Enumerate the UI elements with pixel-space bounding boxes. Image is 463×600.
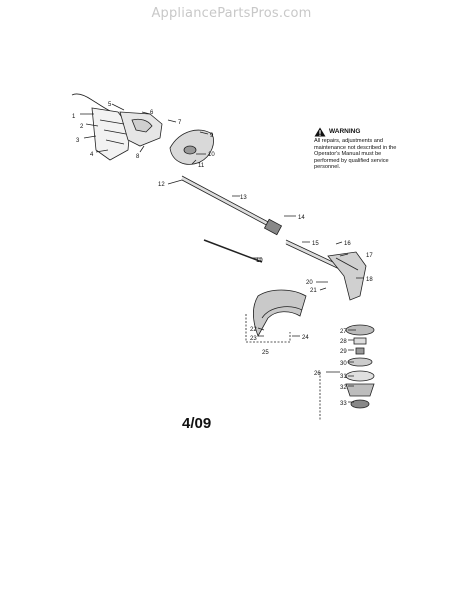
part-label-6: 6 (150, 110, 154, 116)
part-label-13: 13 (240, 195, 247, 201)
part-label-3: 3 (76, 138, 80, 144)
part-label-5: 5 (108, 102, 112, 108)
part-label-8: 8 (136, 154, 140, 160)
part-label-33: 33 (340, 401, 347, 407)
part-label-14: 14 (298, 215, 305, 221)
part-label-12: 12 (158, 182, 165, 188)
part-label-2: 2 (80, 124, 84, 130)
part-label-11: 11 (198, 163, 205, 169)
part-label-30: 30 (340, 361, 347, 367)
part-label-18: 18 (366, 277, 373, 283)
part-label-10: 10 (208, 152, 215, 158)
site-watermark: AppliancePartsPros.com (151, 6, 312, 21)
shaft-coupler (263, 218, 283, 236)
part-label-32: 32 (340, 385, 347, 391)
part-label-15: 15 (312, 241, 319, 247)
warning-title: WARNING (329, 127, 361, 135)
trimmer-spool (345, 370, 375, 382)
part-label-23: 23 (250, 336, 257, 342)
warning-notice: WARNING All repairs, adjustments and mai… (314, 127, 402, 171)
revision-date-code: 4/09 (182, 415, 212, 432)
part-label-4: 4 (90, 152, 94, 158)
handle-housing-left (91, 107, 131, 161)
gear-housing (327, 251, 367, 301)
part-label-17: 17 (366, 253, 373, 259)
warning-triangle-icon (314, 127, 326, 137)
debris-shield (253, 289, 307, 337)
drive-cable (203, 239, 263, 263)
part-label-26: 26 (314, 371, 321, 377)
trimmer-knob (350, 399, 370, 409)
part-label-1: 1 (72, 114, 76, 120)
part-label-22: 22 (250, 327, 257, 333)
upper-shaft (181, 176, 273, 228)
warning-header: WARNING (314, 127, 402, 137)
trigger (131, 118, 153, 133)
part-label-24: 24 (302, 335, 309, 341)
part-label-21: 21 (310, 288, 317, 294)
part-label-28: 28 (340, 339, 347, 345)
throttle-cable (71, 93, 113, 113)
warning-body: All repairs, adjustments and maintenance… (314, 138, 397, 171)
part-label-31: 31 (340, 374, 347, 380)
part-label-16: 16 (344, 241, 351, 247)
part-label-19: 19 (256, 258, 263, 264)
part-label-7: 7 (178, 120, 182, 126)
part-label-20: 20 (306, 280, 313, 286)
trimmer-head-top (345, 324, 375, 336)
part-label-25: 25 (262, 350, 269, 356)
part-label-29: 29 (340, 349, 347, 355)
part-label-9: 9 (210, 133, 214, 139)
part-label-27: 27 (340, 329, 347, 335)
